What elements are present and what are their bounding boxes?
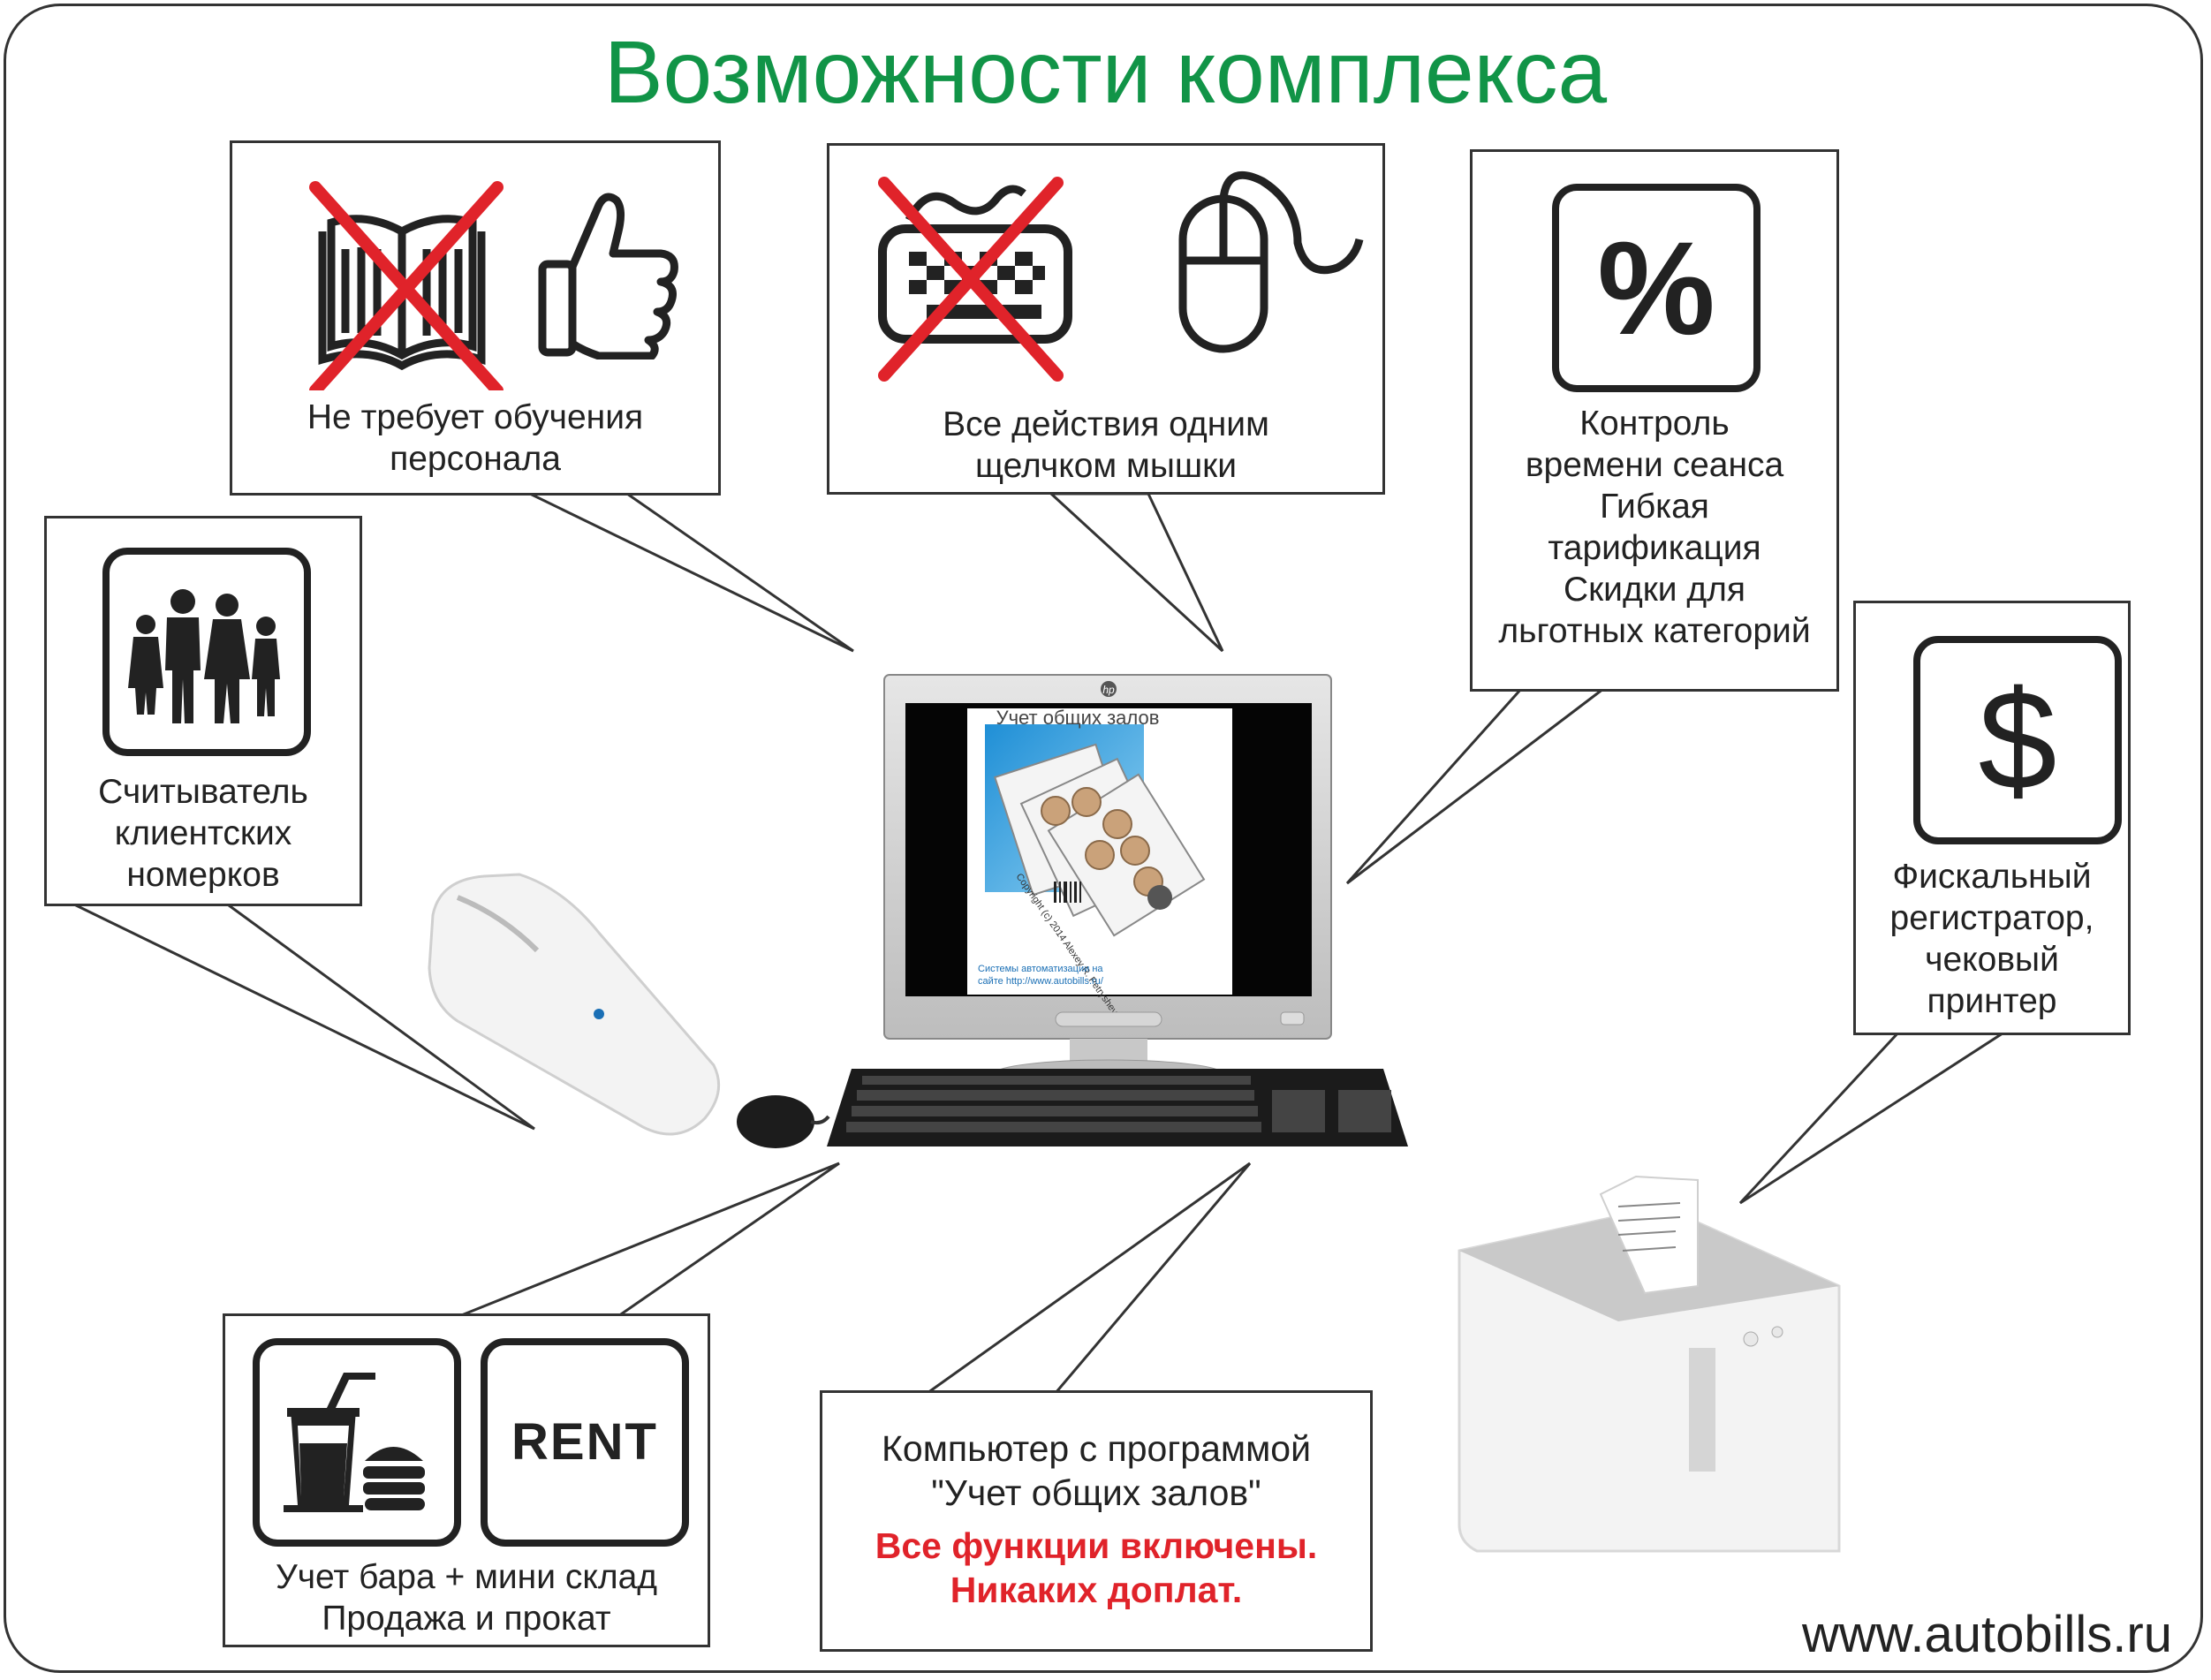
callout-no-training-text: Не требует обучения персонала — [232, 397, 718, 480]
text-line: чековый — [1925, 941, 2059, 979]
monitor-footer-line: Системы автоматизации на — [978, 964, 1103, 974]
page-title: Возможности комплекса — [603, 23, 1608, 122]
highlight-line: Никаких доплат. — [950, 1570, 1243, 1610]
callout-reader-text: Считыватель клиентских номерков — [47, 771, 360, 896]
text-line: Продажа и прокат — [322, 1600, 611, 1638]
pointer-tariff — [1345, 687, 1608, 885]
text-line: Фискальный — [1892, 858, 2092, 896]
callout-one-click-text: Все действия одним щелчком мышки — [829, 404, 1382, 487]
card-reader — [428, 873, 721, 1136]
text-line: тарификация — [1548, 529, 1761, 567]
highlight-line: Все функции включены. — [875, 1525, 1318, 1566]
text-line: Все действия одним — [943, 405, 1269, 443]
pointer-computer — [923, 1162, 1252, 1395]
callout-computer-text: Компьютер с программой "Учет общих залов… — [822, 1426, 1370, 1612]
percent-icon — [1552, 184, 1760, 392]
rounded-frame — [4, 4, 2203, 1673]
receipt-printer — [1458, 1175, 1841, 1553]
pointer-oneclick — [1048, 492, 1224, 653]
monitor-footer-line: сайте http://www.autobills.ru/ — [978, 976, 1104, 987]
rent-icon-label: RENT — [511, 1413, 658, 1471]
text-line: клиентских — [114, 814, 292, 852]
text-line: Считыватель — [98, 773, 308, 811]
mouse — [737, 1095, 830, 1148]
text-line: Учет бара + мини склад — [275, 1558, 658, 1596]
callout-bar-rent-text: Учет бара + мини склад Продажа и прокат — [225, 1556, 708, 1639]
callout-fiscal: $ Фискальный регистратор, чековый принте… — [1853, 601, 2131, 1035]
pointer-bar — [458, 1162, 840, 1318]
monitor-screen-title: Учет общих залов — [996, 707, 1160, 729]
text-line: персонала — [390, 440, 561, 478]
dollar-icon — [1913, 636, 2122, 844]
text-line: Не требует обучения — [307, 398, 644, 436]
text-line: льготных категорий — [1498, 612, 1811, 650]
callout-bar-rent: RENT Учет бара + мини склад Продажа и пр… — [223, 1313, 710, 1647]
thumbs-up-icon — [538, 193, 678, 359]
keyboard — [827, 1069, 1408, 1146]
family-icon — [102, 548, 311, 756]
rent-icon — [481, 1338, 689, 1547]
callout-tariff-text: Контроль времени сеанса Гибкая тарификац… — [1473, 403, 1836, 652]
keyboard-icon — [878, 177, 1072, 382]
text-line: номерков — [126, 856, 280, 894]
pointer-training — [529, 492, 854, 653]
callout-reader: Считыватель клиентских номерков — [44, 516, 362, 906]
food-drink-icon — [253, 1338, 461, 1547]
percent-icon-label: % — [1597, 214, 1715, 362]
text-line: Гибкая — [1600, 488, 1709, 526]
callout-no-training: Не требует обучения персонала — [230, 140, 721, 496]
text-line: Компьютер с программой — [882, 1428, 1311, 1469]
text-line: щелчком мышки — [974, 447, 1238, 485]
monitor-brand: hp — [1102, 684, 1115, 696]
monitor: Учет общих залов Copyright (c) 2014 Alex… — [883, 674, 1332, 1089]
text-line: Скидки для — [1563, 571, 1746, 609]
callout-computer: Компьютер с программой "Учет общих залов… — [820, 1390, 1373, 1652]
text-line: Контроль — [1579, 405, 1730, 443]
callout-fiscal-text: Фискальный регистратор, чековый принтер — [1856, 856, 2128, 1022]
callout-tariff: % Контроль времени сеанса Гибкая тарифик… — [1470, 149, 1839, 692]
text-line: "Учет общих залов" — [931, 1472, 1261, 1513]
mouse-icon — [1178, 170, 1364, 353]
text-line: регистратор, — [1889, 899, 2094, 937]
text-line: принтер — [1927, 982, 2057, 1020]
text-line: времени сеанса — [1525, 446, 1784, 484]
website-url: www.autobills.ru — [1801, 1606, 2172, 1663]
callout-one-click: Все действия одним щелчком мышки — [827, 143, 1385, 495]
book-icon — [309, 181, 504, 390]
dollar-icon-label: $ — [1978, 661, 2057, 819]
